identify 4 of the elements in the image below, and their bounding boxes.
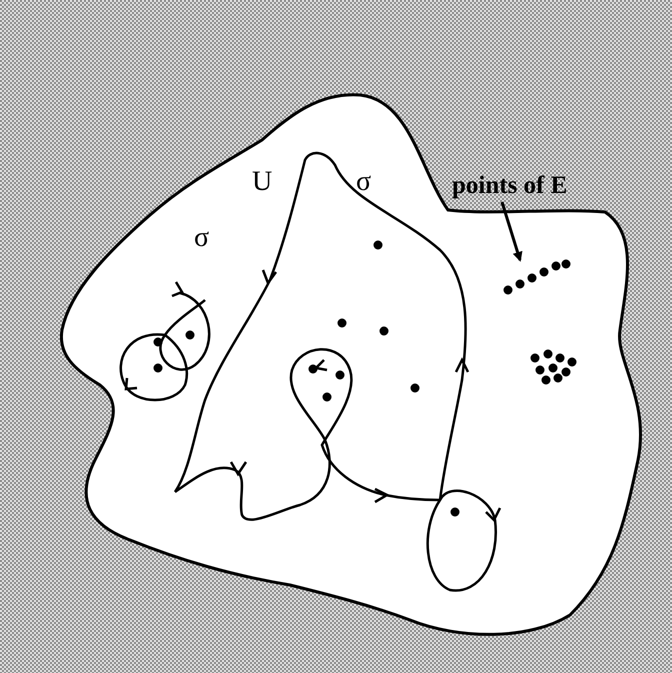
math-symbol: σ [356,166,372,198]
math-symbol: σ [194,222,210,254]
callout-text: points of E [452,171,568,201]
math-symbol: U [252,166,272,198]
